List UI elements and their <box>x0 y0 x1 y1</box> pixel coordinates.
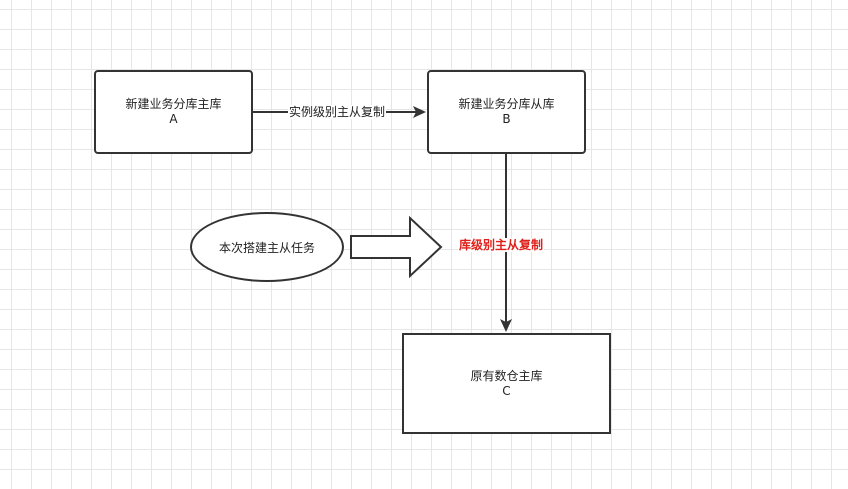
arrowhead-b <box>413 106 426 118</box>
instance-replication-label: 实例级别主从复制 <box>288 105 387 119</box>
block-arrow <box>350 215 443 279</box>
node-a-title: 新建业务分库主库 <box>125 97 222 111</box>
node-c-letter: C <box>502 383 511 398</box>
task-ellipse-node: 本次搭建主从任务 <box>190 212 344 282</box>
warehouse-master-db-node: 原有数仓主库 C <box>402 333 611 434</box>
node-c-title: 原有数仓主库 <box>470 368 543 383</box>
source-slave-db-node: 新建业务分库从库 B <box>427 70 586 154</box>
task-label: 本次搭建主从任务 <box>218 240 315 255</box>
node-b-letter: B <box>502 112 511 126</box>
source-master-db-node: 新建业务分库主库 A <box>94 70 253 154</box>
arrowhead-c <box>500 319 512 332</box>
node-b-title: 新建业务分库从库 <box>458 97 555 111</box>
database-replication-label: 库级别主从复制 <box>458 238 545 252</box>
node-a-letter: A <box>169 112 178 126</box>
